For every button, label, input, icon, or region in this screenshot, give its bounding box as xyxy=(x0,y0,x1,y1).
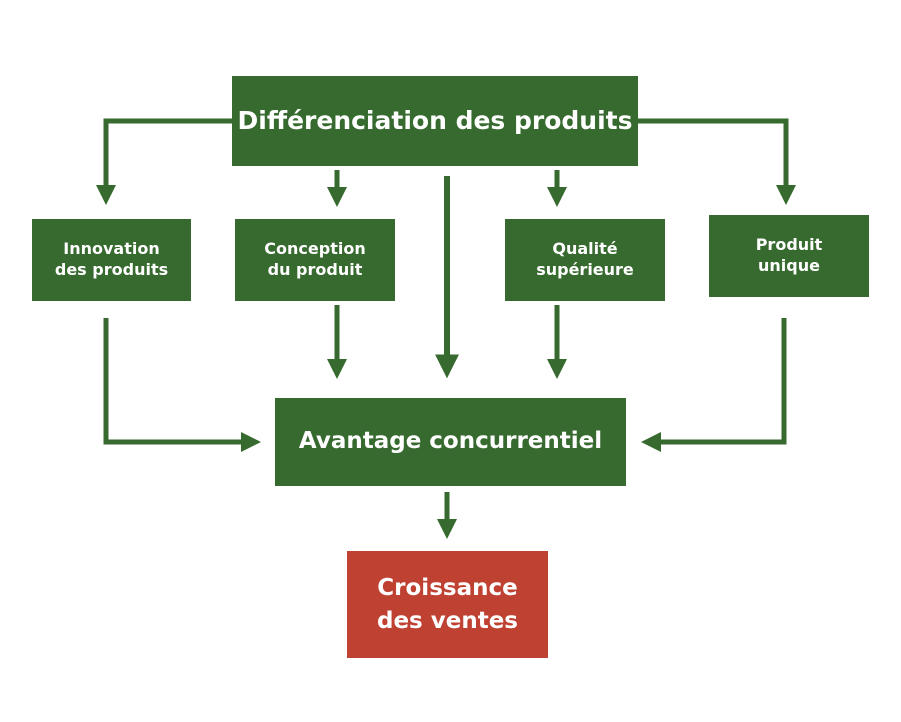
node-differenciation-label: Différenciation des produits xyxy=(237,105,633,135)
node-croissance-line2: des ventes xyxy=(376,607,518,634)
node-croissance-line1: Croissance xyxy=(377,575,518,602)
arrow-top-to-innovation xyxy=(96,118,232,206)
node-innovation-produits: Innovation des produits xyxy=(32,219,191,301)
arrow-unique-to-avantage xyxy=(640,318,787,452)
arrow-innovation-to-avantage xyxy=(103,318,262,452)
node-innovation-line1: Innovation xyxy=(63,239,160,259)
node-unique-line1: Produit xyxy=(755,235,823,255)
node-conception-line1: Conception xyxy=(264,239,366,259)
node-avantage-concurrentiel: Avantage concurrentiel xyxy=(275,398,626,486)
node-differenciation-produits: Différenciation des produits xyxy=(232,76,638,166)
node-produit-unique: Produit unique xyxy=(709,215,869,297)
node-qualite-line2: supérieure xyxy=(536,260,634,279)
node-qualite-line1: Qualité xyxy=(552,239,618,259)
node-qualite-superieure: Qualité supérieure xyxy=(505,219,665,301)
node-croissance-ventes: Croissance des ventes xyxy=(347,551,548,658)
node-avantage-label: Avantage concurrentiel xyxy=(298,428,603,455)
node-conception-produit: Conception du produit xyxy=(235,219,395,301)
arrow-top-to-unique xyxy=(638,118,796,206)
node-conception-line2: du produit xyxy=(267,260,363,279)
node-innovation-line2: des produits xyxy=(54,260,169,279)
node-unique-line2: unique xyxy=(758,256,820,275)
